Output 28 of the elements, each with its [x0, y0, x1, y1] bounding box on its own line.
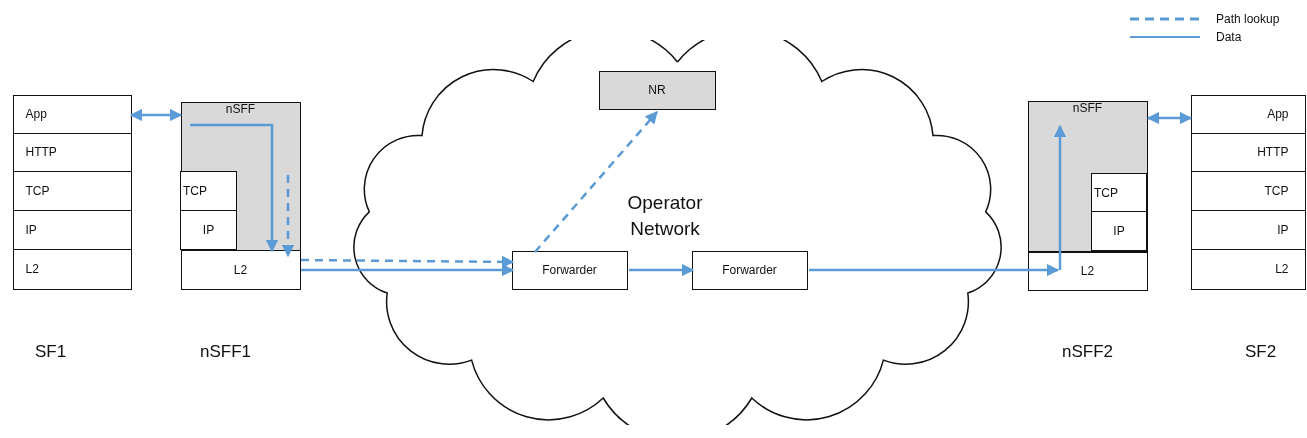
arrow — [1146, 111, 1193, 125]
dashed-arrow — [301, 255, 515, 269]
area-label: nSFF — [224, 102, 257, 116]
node-caption: SF1 — [35, 342, 67, 362]
arrow — [190, 123, 279, 253]
forwarder-box: Forwarder — [511, 250, 628, 290]
node-caption: nSFF2 — [1062, 342, 1114, 362]
arrow — [129, 108, 183, 122]
legend-label: Data — [1216, 30, 1242, 44]
dashed-arrow — [281, 175, 295, 258]
arrow — [301, 263, 515, 277]
dashed-arrow — [534, 111, 658, 253]
legend-label: Path lookup — [1216, 12, 1280, 26]
node-caption: nSFF1 — [200, 342, 252, 362]
arrow — [629, 263, 695, 277]
forwarder-area — [1027, 100, 1148, 252]
arrow — [809, 263, 1060, 277]
layer-box: TCP — [180, 171, 237, 211]
node-caption: SF2 — [1245, 342, 1277, 362]
forwarder-area — [180, 101, 301, 251]
arrow — [1053, 124, 1067, 270]
resolver-box: NR — [598, 70, 716, 110]
layer-box: IP — [180, 210, 237, 250]
cloud-label: Operator Network — [626, 191, 704, 241]
layer-box: IP — [1091, 211, 1147, 251]
layer-box: TCP — [1091, 173, 1147, 212]
area-label: nSFF — [1071, 101, 1104, 115]
forwarder-box: Forwarder — [691, 250, 808, 290]
